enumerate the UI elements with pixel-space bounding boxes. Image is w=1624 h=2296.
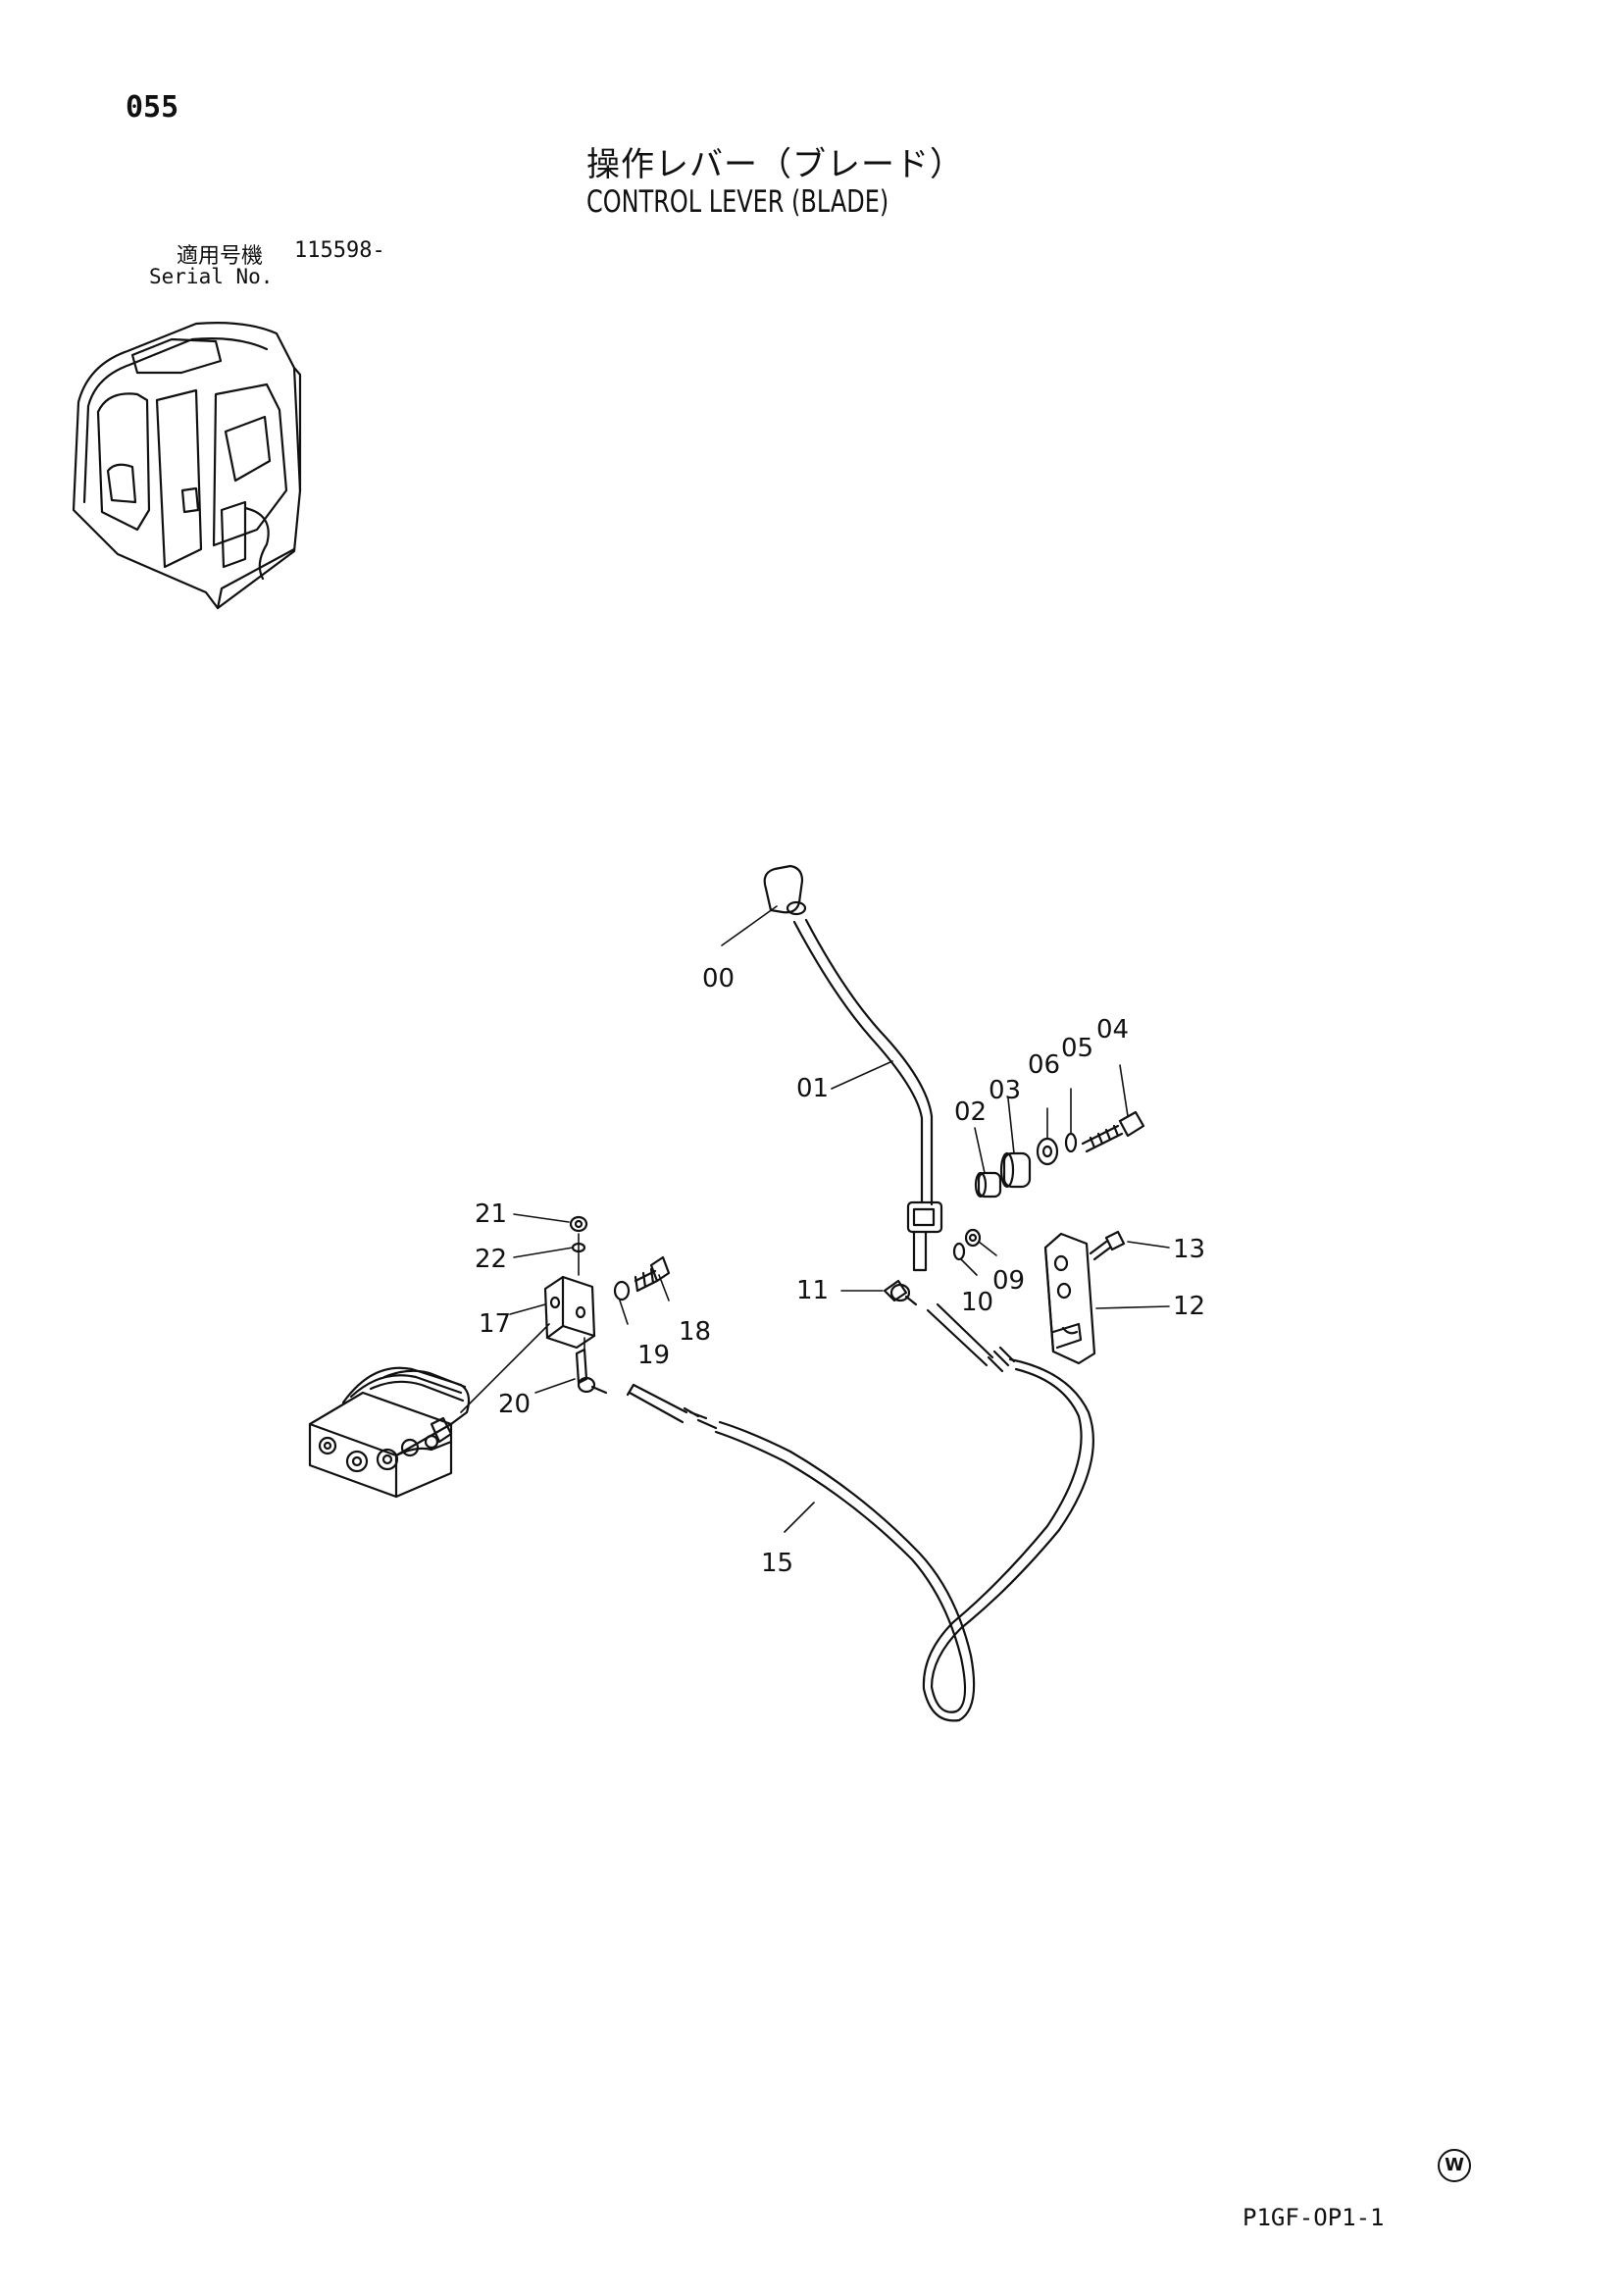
part-label-18: 18 [679, 1317, 711, 1347]
part-label-03: 03 [989, 1076, 1021, 1105]
part-label-22: 22 [475, 1245, 507, 1274]
lever-rod [792, 918, 943, 1272]
plate-17 [543, 1275, 596, 1350]
serial-number: 115598- [294, 238, 385, 263]
part-label-11: 11 [796, 1276, 829, 1305]
part-label-06: 06 [1028, 1050, 1060, 1080]
part-label-04: 04 [1096, 1015, 1129, 1045]
bolt-13 [1089, 1230, 1126, 1261]
cab-locator-icon [72, 322, 302, 610]
lock-washer-05 [1064, 1132, 1078, 1153]
part-label-10: 10 [961, 1288, 993, 1317]
ball-joint-11 [883, 1279, 918, 1306]
part-label-09: 09 [992, 1266, 1025, 1296]
part-label-15: 15 [761, 1549, 793, 1578]
serial-label-japanese: 適用号機 [177, 244, 264, 269]
washer-19 [613, 1280, 631, 1301]
washer-06 [1036, 1137, 1059, 1166]
bushing-03 [999, 1151, 1032, 1189]
lever-grip [763, 864, 807, 916]
page-number: 055 [126, 90, 179, 125]
bolt-04 [1081, 1110, 1145, 1153]
control-cable-15 [626, 1302, 1094, 1722]
title-japanese: 操作レバー（ブレード） [586, 145, 964, 184]
title-english: CONTROL LEVER (BLADE) [586, 184, 889, 220]
bushing-02 [974, 1171, 1002, 1199]
part-label-20: 20 [498, 1390, 531, 1419]
part-label-21: 21 [475, 1199, 507, 1229]
part-label-17: 17 [479, 1309, 511, 1339]
part-label-01: 01 [796, 1074, 829, 1103]
part-label-19: 19 [637, 1341, 670, 1370]
serial-label-english: Serial No. [149, 265, 274, 288]
bolt-18 [634, 1255, 671, 1293]
leader-lines [460, 905, 1170, 1533]
nut-21 [569, 1215, 588, 1233]
nut-09 [964, 1228, 982, 1248]
drawing-code: P1GF-OP1-1 [1243, 2204, 1385, 2231]
control-valve [308, 1366, 471, 1499]
part-label-02: 02 [954, 1097, 987, 1127]
washer-10 [952, 1242, 966, 1261]
part-label-05: 05 [1061, 1034, 1093, 1063]
part-label-00: 00 [702, 964, 735, 994]
bracket-12 [1043, 1232, 1096, 1365]
ball-joint-20 [575, 1348, 608, 1395]
part-label-12: 12 [1173, 1292, 1205, 1321]
w-mark-icon: W [1438, 2149, 1471, 2182]
part-label-13: 13 [1173, 1235, 1205, 1264]
part-labels: 00 01 02 03 04 05 06 09 10 11 12 13 15 1… [475, 964, 1205, 1578]
